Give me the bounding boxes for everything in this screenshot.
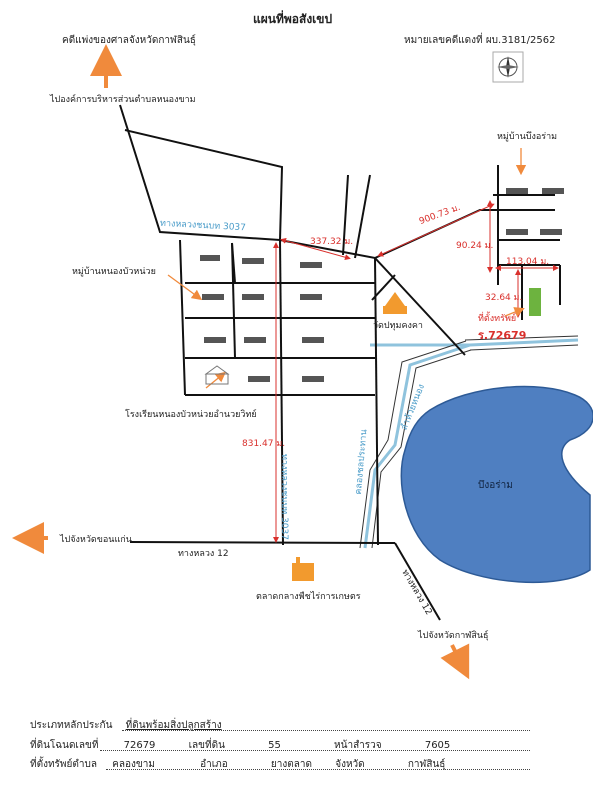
label-road-12: ทางหลวง 12 <box>178 549 229 559</box>
divider <box>100 738 530 751</box>
footer-row-location: ที่ตั้งทรัพย์ตำบล คลองขาม อำเภอ ยางตลาด … <box>30 757 445 772</box>
road-3037-vertical <box>279 239 284 546</box>
district-label: อำเภอ <box>200 759 228 770</box>
lake-bueng-aram <box>400 385 593 584</box>
label-to-khonkaen: ไปจังหวัดขอนแก่น <box>60 535 132 545</box>
label-village-bueng: หมู่บ้านบึงอร่าม <box>497 132 558 142</box>
footer-row-collateral: ประเภทหลักประกัน ที่ดินพร้อมสิ่งปลูกสร้า… <box>30 718 222 733</box>
label-lake: บึงอร่าม <box>478 480 513 491</box>
deed-value: 72679 <box>123 740 156 751</box>
province-label: จังหวัด <box>335 759 365 770</box>
label-village-nong: หมู่บ้านหนองบัวหน่วย <box>72 267 156 277</box>
road-12-diagonal <box>394 542 441 621</box>
survey-page-value: 7605 <box>424 740 451 751</box>
distance-label: 90.24 ม. <box>456 241 494 251</box>
label-road-3037-vertical: ทางหลวงชนบท 3037 <box>278 454 289 540</box>
subdistrict-label: ที่ตั้งทรัพย์ตำบล <box>30 759 97 770</box>
canal <box>363 338 579 549</box>
roads <box>119 104 561 621</box>
road-3037-upper <box>119 104 493 260</box>
case-number: หมายเลขคดีแดงที่ ผบ.3181/2562 <box>404 35 556 46</box>
collateral-value: ที่ดินพร้อมสิ่งปลูกสร้าง <box>125 720 222 731</box>
page-title: แผนที่พอสังเขป <box>253 12 333 26</box>
label-title-deed: ร.72679 <box>478 329 527 342</box>
distance-label: 32.64 ม. <box>485 293 523 303</box>
school-icon <box>204 365 230 385</box>
land-no-label: เลขที่ดิน <box>188 740 225 751</box>
subdistrict-value: คลองขาม <box>112 759 155 770</box>
footer-row-deed: ที่ดินโฉนดเลขที่ 72679 เลขที่ดิน 55 หน้า… <box>30 738 450 753</box>
distance-label: 337.32 ม. <box>310 237 354 247</box>
distance-lines <box>273 200 559 543</box>
label-land-location: ที่ตั้งทรัพย์ <box>478 314 517 324</box>
distance-label: 831.47 ม. <box>242 439 286 449</box>
district-value: ยางตลาด <box>270 759 313 770</box>
pointer-arrows <box>167 148 527 389</box>
divider <box>106 757 530 770</box>
label-sao-office: ไปองค์การบริหารส่วนตำบลหนองขาม <box>50 95 196 105</box>
land-no-value: 55 <box>268 740 281 751</box>
province-value: กาฬสินธุ์ <box>407 759 446 770</box>
compass-icon <box>492 51 524 83</box>
market-icon <box>292 557 314 581</box>
road-12 <box>129 541 396 544</box>
temple-icon <box>383 292 407 314</box>
deed-label: ที่ดินโฉนดเลขที่ <box>30 740 99 751</box>
land-parcel <box>529 288 541 316</box>
label-temple: วัดปทุมคงคา <box>373 321 423 331</box>
divider <box>122 718 530 731</box>
label-market: ตลาดกลางพืชไร่การเกษตร <box>256 592 361 602</box>
house-icons <box>200 188 564 382</box>
label-to-kalasin: ไปจังหวัดกาฬสินธุ์ <box>418 631 489 641</box>
court-name: คดีแพ่งของศาลจังหวัดกาฬสินธุ์ <box>62 35 196 46</box>
direction-arrows <box>12 44 470 680</box>
collateral-label: ประเภทหลักประกัน <box>30 720 113 731</box>
distance-label: 113.04 ม. <box>506 257 550 267</box>
survey-page-label: หน้าสำรวจ <box>334 740 382 751</box>
label-school: โรงเรียนหนองบัวหน่วยอำนวยวิทย์ <box>125 410 257 420</box>
